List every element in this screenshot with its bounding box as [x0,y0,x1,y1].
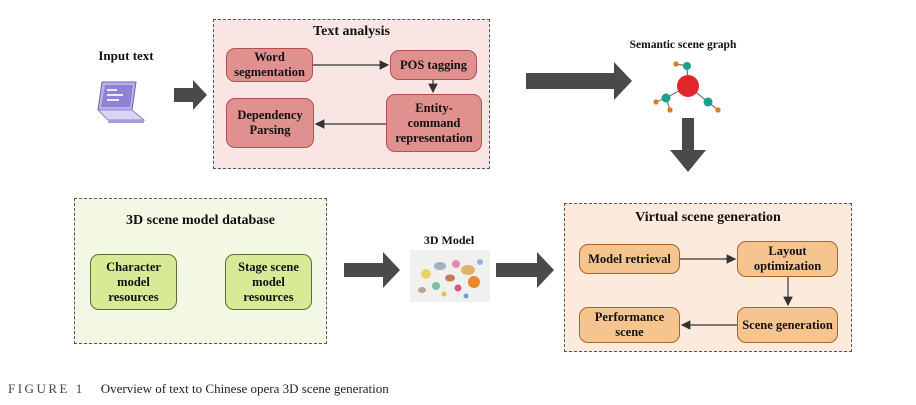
word-segmentation-box: Word segmentation [226,48,313,82]
laptop-icon [96,81,146,123]
dependency-parsing-box: Dependency Parsing [226,98,314,148]
figure-label: FIGURE 1 [8,381,85,396]
entity-command-box: Entity-command representation [386,94,482,152]
figure-caption-text: Overview of text to Chinese opera 3D sce… [100,381,389,396]
virtual-scene-title: Virtual scene generation [635,210,781,225]
big-arrow-db-to-3dmodel [344,252,400,288]
text-analysis-title: Text analysis [313,24,390,39]
big-arrow-3dmodel-to-virtual [496,252,554,288]
figure-caption: FIGURE 1 Overview of text to Chinese ope… [8,380,389,398]
3d-model-label: 3D Model [423,233,475,247]
character-resources-box: Character model resources [90,254,177,310]
layout-optimization-box: Layout optimization [737,241,838,277]
big-arrow-graph-down [670,118,706,172]
big-arrow-analysis-to-graph [526,62,632,100]
big-arrow-input-to-analysis [174,80,207,110]
scene-generation-box: Scene generation [737,307,838,343]
3d-model-thumbnail-icon [410,250,490,302]
stage-resources-box: Stage scene model resources [225,254,312,310]
performance-scene-box: Performance scene [579,307,680,343]
semantic-graph-label: Semantic scene graph [629,39,737,51]
scene-graph-icon [653,61,721,113]
model-retrieval-box: Model retrieval [579,244,680,274]
pos-tagging-box: POS tagging [390,50,477,80]
model-database-title: 3D scene model database [126,213,275,228]
input-text-label: Input text [98,48,154,63]
